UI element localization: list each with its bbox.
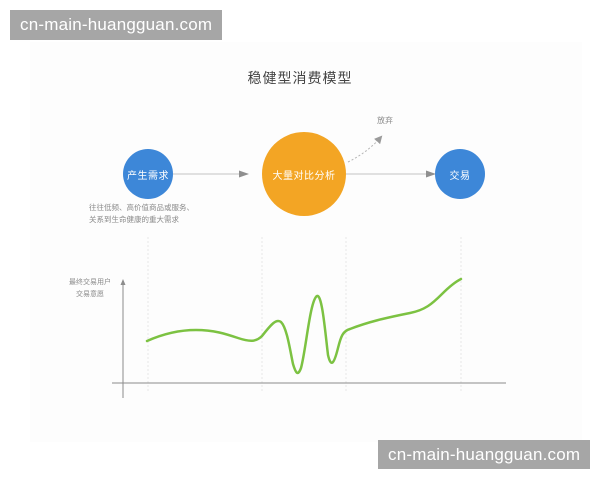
y-axis-label-line-1: 最终交易用户 — [69, 278, 111, 286]
caption-line-2: 关系到生命健康的重大需求 — [89, 215, 179, 224]
y-axis-label: 最终交易用户 交易意愿 — [60, 276, 120, 300]
diagram-canvas — [30, 42, 582, 442]
y-axis-arrow-icon — [120, 279, 126, 285]
willingness-curve — [145, 277, 463, 375]
giveup-label: 放弃 — [377, 116, 393, 125]
phase-dividers — [147, 237, 462, 392]
node-compare: 大量对比分析 — [262, 132, 346, 216]
node-compare-label: 大量对比分析 — [272, 170, 336, 182]
caption-line-1: 往往低频、高价值商品或服务、 — [89, 203, 194, 212]
node-demand-label: 产生需求 — [127, 170, 169, 182]
node-trade-label: 交易 — [449, 170, 471, 182]
node-demand: 产生需求 — [123, 149, 173, 199]
arrow-giveup-dashed — [347, 135, 383, 163]
demand-caption: 往往低频、高价值商品或服务、 关系到生命健康的重大需求 — [89, 202, 194, 226]
node-trade: 交易 — [435, 149, 485, 199]
watermark-bottom: cn-main-huangguan.com — [378, 440, 590, 469]
watermark-top: cn-main-huangguan.com — [10, 10, 222, 40]
diagram-title: 稳健型消费模型 — [247, 71, 353, 87]
y-axis-label-line-2: 交易意愿 — [76, 290, 104, 298]
